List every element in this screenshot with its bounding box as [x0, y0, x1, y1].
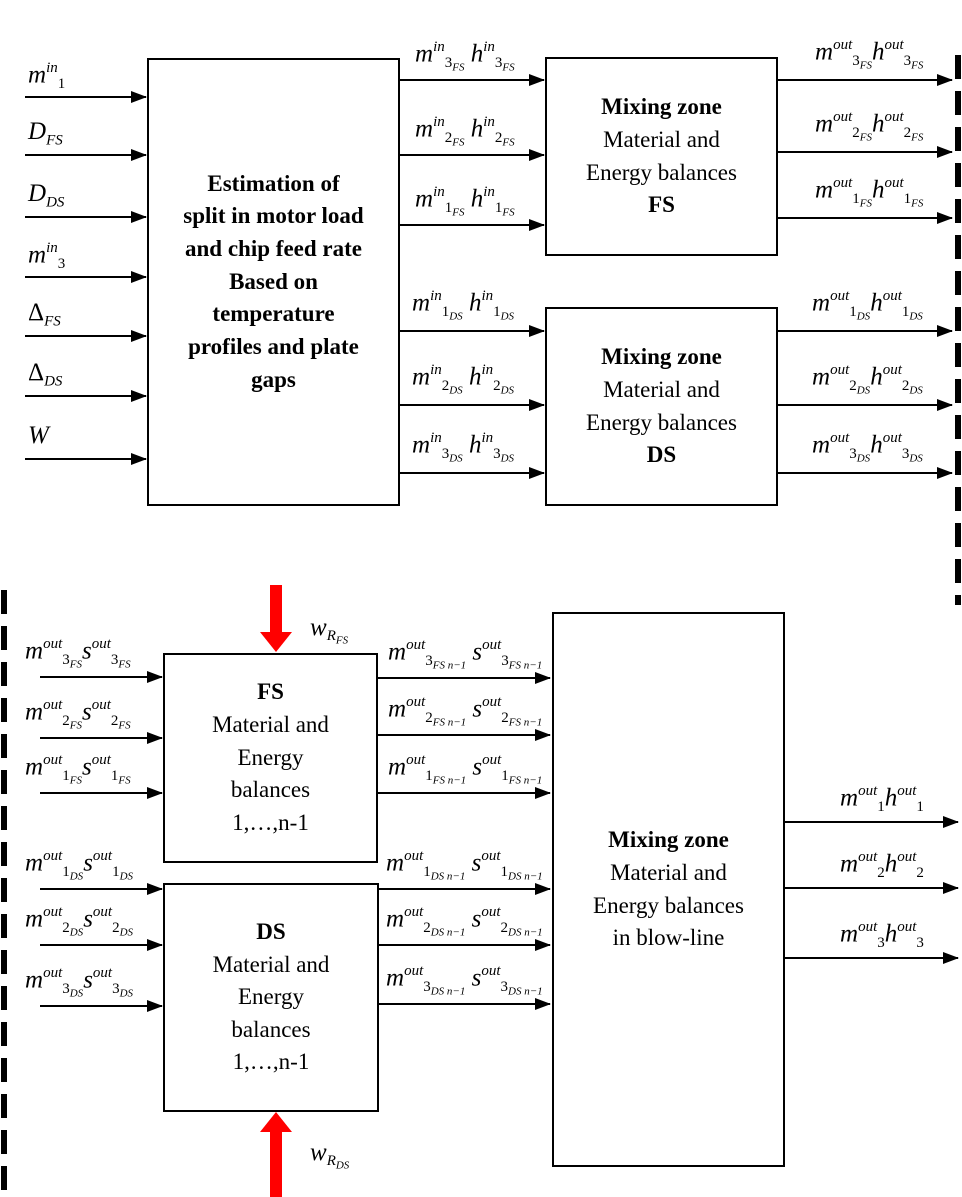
ds-out-label: mout1DShout1DS — [812, 288, 923, 323]
estimation-block: Estimation of split in motor load and ch… — [147, 58, 400, 506]
estimation-line: profiles and plate — [188, 333, 359, 359]
mixing-fs-title: Mixing zone — [601, 94, 722, 120]
fsb-in-label: mout1FSsout1FS — [25, 752, 131, 787]
mixing-ds-tag: DS — [646, 442, 677, 468]
fs-in-label: min2FS hin2FS — [415, 114, 515, 149]
estimation-line: gaps — [251, 366, 296, 392]
input-label: ΔDS — [28, 359, 63, 390]
blowline-out-label: mout3hout3 — [840, 919, 924, 951]
ds-line: 1,…,n-1 — [232, 1049, 310, 1075]
dsb-in-label: mout3DSsout3DS — [25, 965, 134, 1000]
input-label: DFS — [28, 118, 63, 149]
blowline-line: Energy balances — [593, 892, 744, 918]
blowline-title: Mixing zone — [608, 827, 729, 853]
fs-out-label: mout1FShout1FS — [815, 175, 924, 210]
heat-label-fs: wRFS — [310, 614, 349, 647]
ds-title: DS — [256, 918, 286, 944]
fs-out-label: mout2FShout2FS — [815, 109, 924, 144]
estimation-line: Based on — [229, 268, 318, 294]
mixing-fs-line: Energy balances — [586, 159, 737, 185]
mixing-ds-line: Material and — [603, 376, 720, 402]
input-label: W — [28, 422, 49, 449]
fsb-out-label: mout1FS n−1 sout1FS n−1 — [388, 752, 543, 787]
estimation-line: temperature — [212, 301, 335, 327]
blowline-line: in blow-line — [612, 925, 725, 951]
ds-line: balances — [231, 1016, 311, 1042]
fsb-out-label: mout3FS n−1 sout3FS n−1 — [388, 637, 543, 672]
blowline-mixing-block: Mixing zone Material and Energy balances… — [552, 612, 785, 1167]
dsb-out-label: mout2DS n−1 sout2DS n−1 — [386, 904, 543, 939]
ds-in-label: min2DS hin2DS — [412, 362, 515, 397]
estimation-line: split in motor load — [183, 203, 364, 229]
blowline-out-label: mout1hout1 — [840, 783, 924, 815]
heat-label-ds: wRDS — [310, 1139, 350, 1172]
fsb-out-label: mout2FS n−1 sout2FS n−1 — [388, 694, 543, 729]
input-label: ΔFS — [28, 299, 61, 330]
fs-out-label: mout3FShout3FS — [815, 37, 924, 72]
mixing-ds-title: Mixing zone — [601, 344, 722, 370]
blowline-line: Material and — [610, 859, 727, 885]
estimation-line: and chip feed rate — [185, 236, 362, 262]
fs-title: FS — [257, 679, 284, 705]
dsb-in-label: mout2DSsout2DS — [25, 904, 134, 939]
dsb-out-label: mout1DS n−1 sout1DS n−1 — [386, 848, 543, 883]
fs-in-label: min1FS hin1FS — [415, 184, 515, 219]
mixing-fs-line: Material and — [603, 126, 720, 152]
heat-arrow-fs — [260, 585, 292, 652]
heat-arrow-ds — [260, 1112, 292, 1197]
fs-in-label: min3FS hin3FS — [415, 39, 515, 74]
fsb-in-label: mout3FSsout3FS — [25, 636, 131, 671]
input-label: min1 — [28, 60, 66, 92]
fs-line: Material and — [212, 712, 329, 738]
fsb-in-label: mout2FSsout2FS — [25, 697, 131, 732]
fs-line: balances — [230, 777, 311, 803]
ds-out-label: mout3DShout3DS — [812, 430, 923, 465]
dsb-out-label: mout3DS n−1 sout3DS n−1 — [386, 963, 543, 998]
fs-line: Energy — [237, 744, 304, 770]
fs-line: 1,…,n-1 — [232, 809, 309, 835]
input-label: min3 — [28, 240, 66, 272]
mixing-ds-line: Energy balances — [586, 409, 737, 435]
ds-line: Material and — [212, 951, 330, 977]
fs-balance-block: FS Material and Energy balances 1,…,n-1 — [163, 653, 378, 863]
ds-balance-block: DS Material and Energy balances 1,…,n-1 — [163, 883, 379, 1112]
input-label: DDS — [28, 180, 65, 211]
estimation-line: Estimation of — [207, 170, 340, 196]
ds-line: Energy — [237, 984, 304, 1010]
mixing-zone-fs-block: Mixing zone Material and Energy balances… — [545, 57, 778, 256]
mixing-zone-ds-block: Mixing zone Material and Energy balances… — [545, 307, 778, 506]
blowline-out-label: mout2hout2 — [840, 849, 924, 881]
ds-out-label: mout2DShout2DS — [812, 362, 923, 397]
ds-in-label: min1DS hin1DS — [412, 288, 515, 323]
dsb-in-label: mout1DSsout1DS — [25, 848, 134, 883]
ds-in-label: min3DS hin3DS — [412, 430, 515, 465]
mixing-fs-tag: FS — [648, 192, 675, 218]
